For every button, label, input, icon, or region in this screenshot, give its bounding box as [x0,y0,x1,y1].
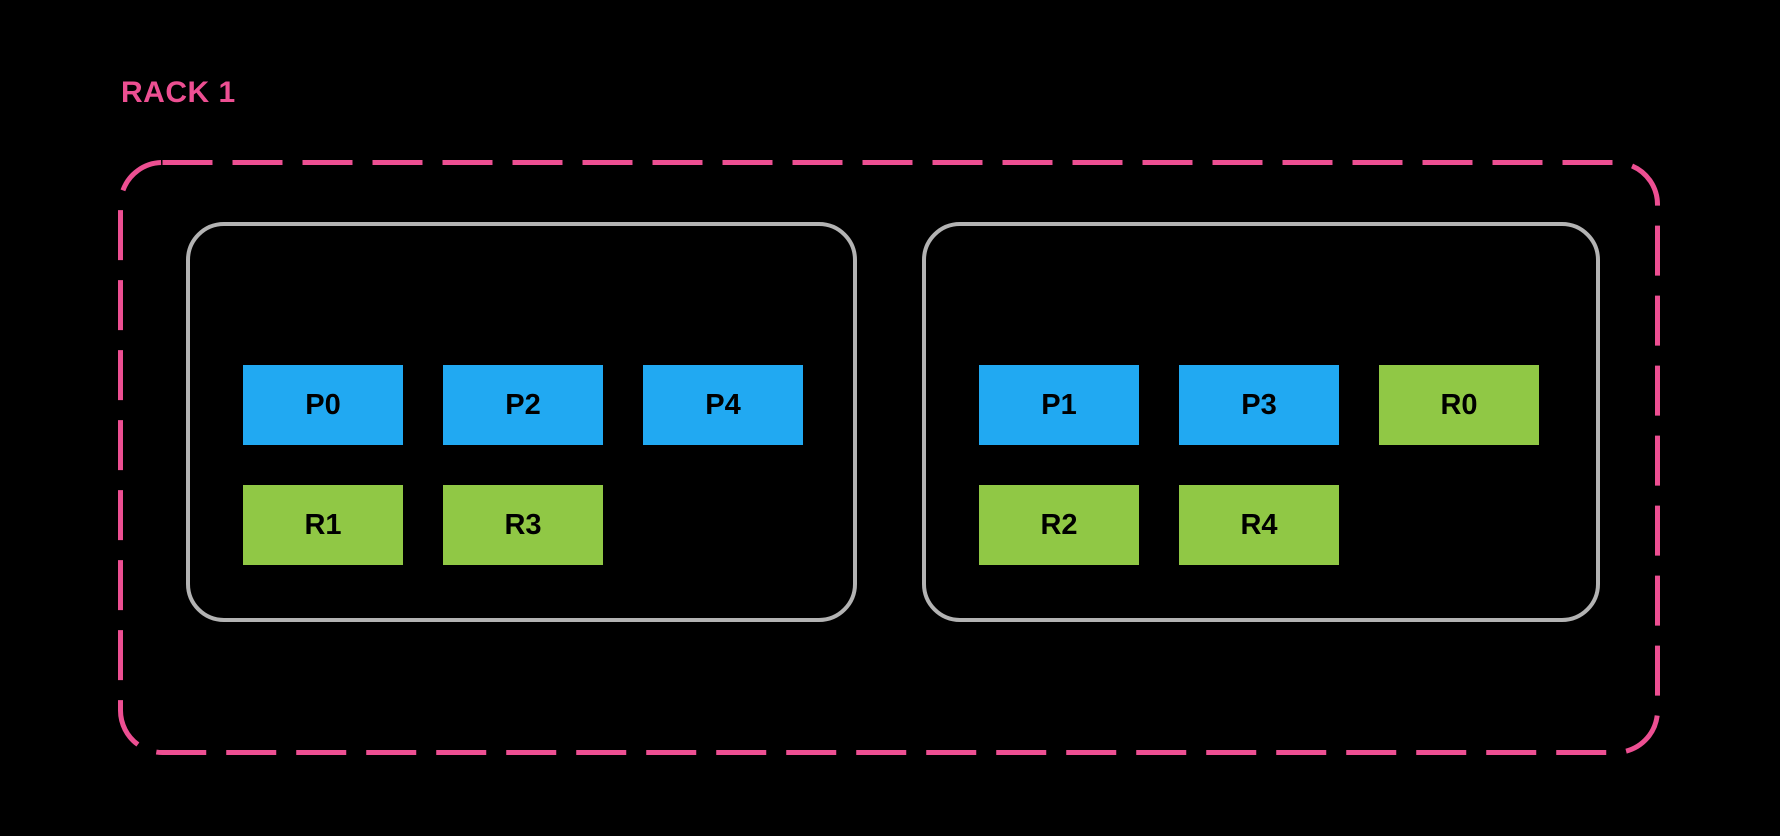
slot-r1: R1 [243,485,403,565]
rack-title: RACK 1 [121,76,236,109]
slot-r2: R2 [979,485,1139,565]
node-right: P1 P3 R0 R2 R4 [922,222,1600,622]
slot-p0: P0 [243,365,403,445]
slot-r4: R4 [1179,485,1339,565]
slot-p2: P2 [443,365,603,445]
slot-r3: R3 [443,485,603,565]
node-left: P0 P2 P4 R1 R3 [186,222,857,622]
slot-p3: P3 [1179,365,1339,445]
slot-p4: P4 [643,365,803,445]
slot-p1: P1 [979,365,1139,445]
rack-boundary-rect [118,160,1660,755]
slot-r0: R0 [1379,365,1539,445]
